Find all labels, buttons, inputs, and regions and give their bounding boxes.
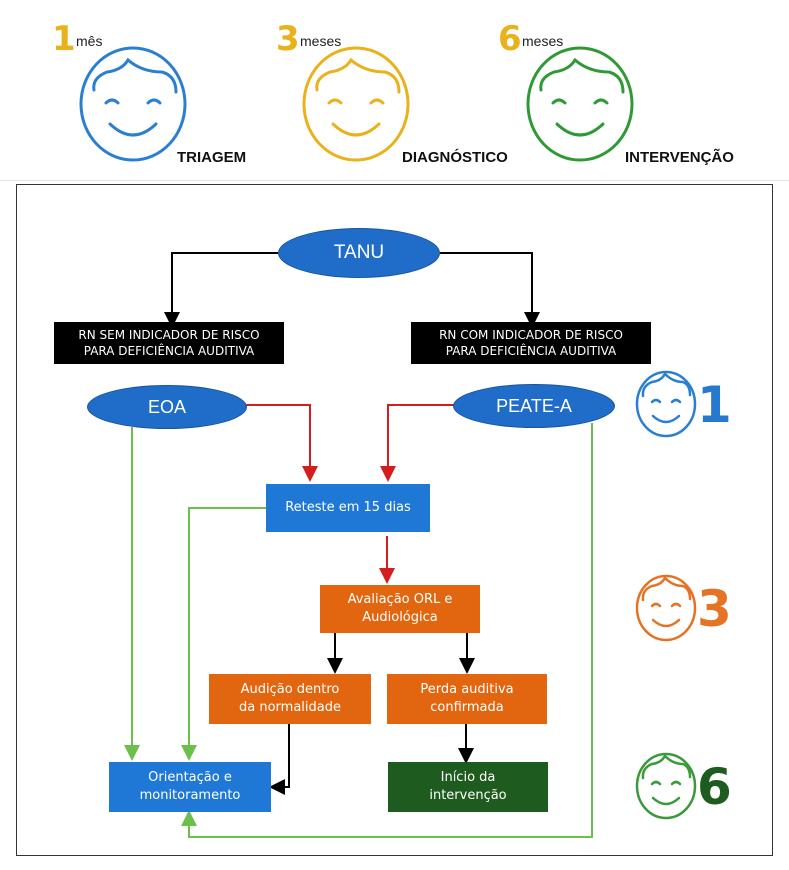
- node-perda-auditiva: Perda auditiva confirmada: [387, 674, 547, 724]
- node-inicio-line2: intervenção: [429, 788, 507, 803]
- node-eoa: EOA: [87, 385, 247, 429]
- node-perda-auditiva-line2: confirmada: [430, 700, 504, 715]
- legend-number-1: 1: [52, 19, 76, 59]
- node-inicio-line1: Início da: [440, 770, 496, 785]
- node-peate-a: PEATE-A: [453, 384, 615, 428]
- legend-unit-3: meses: [300, 33, 342, 49]
- node-reteste: Reteste em 15 dias: [266, 484, 430, 532]
- side-marker-1-number: 1: [697, 376, 732, 434]
- node-audicao-normal-line1: Audição dentro: [240, 682, 340, 697]
- node-orientacao-line1: Orientação e: [148, 770, 232, 785]
- side-marker-3-number: 3: [697, 580, 732, 638]
- node-with-risk-line1: RN COM INDICADOR DE RISCO: [439, 328, 623, 342]
- node-no-risk-line1: RN SEM INDICADOR DE RISCO: [78, 328, 260, 342]
- node-avaliacao: Avaliação ORL e Audiológica: [320, 585, 480, 633]
- legend-stage-intervencao: INTERVENÇÃO: [625, 149, 734, 166]
- node-orientacao: Orientação e monitoramento: [109, 762, 271, 812]
- legend-unit-6: meses: [522, 33, 564, 49]
- flowchart-frame: [16, 184, 773, 856]
- node-no-risk-line2: PARA DEFICIÊNCIA AUDITIVA: [83, 344, 255, 358]
- node-perda-auditiva-line1: Perda auditiva: [420, 682, 514, 697]
- node-inicio-intervencao: Início da intervenção: [388, 762, 548, 812]
- node-tanu: TANU: [278, 228, 440, 278]
- node-avaliacao-line2: Audiológica: [362, 610, 438, 625]
- node-avaliacao-line1: Avaliação ORL e: [347, 592, 453, 607]
- node-no-risk: RN SEM INDICADOR DE RISCO PARA DEFICIÊNC…: [54, 322, 284, 364]
- node-with-risk: RN COM INDICADOR DE RISCO PARA DEFICIÊNC…: [411, 322, 651, 364]
- side-marker-6-number: 6: [697, 758, 732, 816]
- legend-number-6: 6: [498, 19, 522, 59]
- node-with-risk-line2: PARA DEFICIÊNCIA AUDITIVA: [445, 344, 617, 358]
- legend-number-3: 3: [276, 19, 300, 59]
- node-audicao-normal-line2: da normalidade: [239, 700, 341, 715]
- legend-stage-diagnostico: DIAGNÓSTICO: [402, 149, 508, 166]
- node-audicao-normal: Audição dentro da normalidade: [209, 674, 371, 724]
- legend-unit-1: mês: [76, 33, 103, 49]
- legend-stage-triagem: TRIAGEM: [177, 149, 247, 166]
- node-orientacao-line2: monitoramento: [139, 788, 241, 803]
- divider: [0, 180, 789, 181]
